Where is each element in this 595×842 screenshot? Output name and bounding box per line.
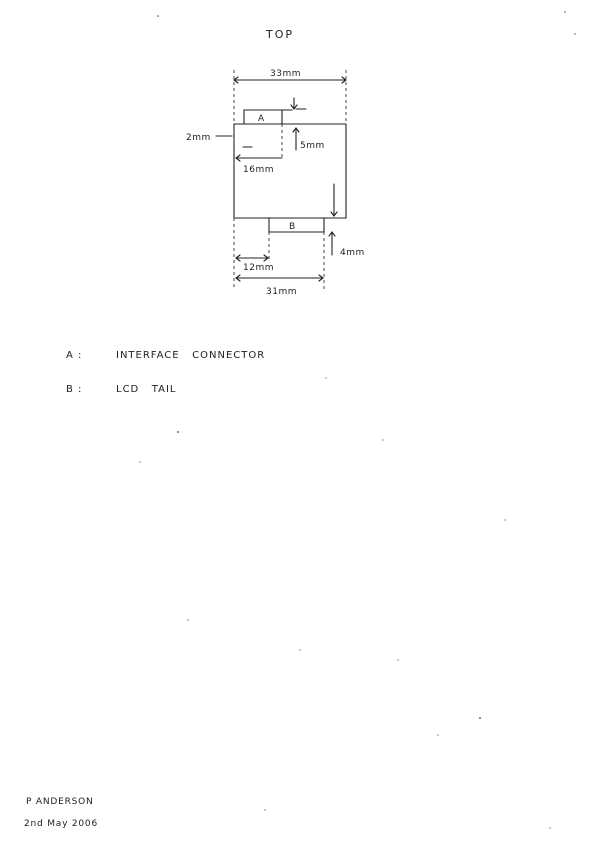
diagram-title: TOP [265,28,294,41]
signature-date: 2nd May 2006 [24,819,98,829]
overall-width-label: 33mm [270,69,301,79]
dimension-b-depth [323,231,336,290]
connector-b-outline [268,217,325,233]
dimension-a-width [235,124,283,162]
board-outline [233,123,347,219]
connector-a-outline [243,109,293,125]
dimension-overall-width [233,70,347,124]
legend-b-text: LCD TAIL [116,384,176,395]
dimension-a-depth [290,97,307,151]
dimension-b-offset [233,218,270,288]
dimension-b-right [235,274,324,282]
a-width-label: 16mm [243,165,274,175]
b-depth-label: 4mm [340,248,365,258]
b-right-label: 31mm [266,287,297,297]
connector-b-label: B [289,222,296,232]
b-offset-label: 12mm [243,263,274,273]
a-depth-label: 5mm [300,141,325,151]
connector-a-label: A [258,114,265,124]
right-edge-arrow [330,183,338,217]
legend-a-key: A : [66,350,82,361]
signature-name: P ANDERSON [26,797,94,807]
left-offset-label: 2mm [186,133,211,143]
scan-noise [139,11,576,829]
legend-b-key: B : [66,384,82,395]
legend-a-text: INTERFACE CONNECTOR [116,350,265,361]
